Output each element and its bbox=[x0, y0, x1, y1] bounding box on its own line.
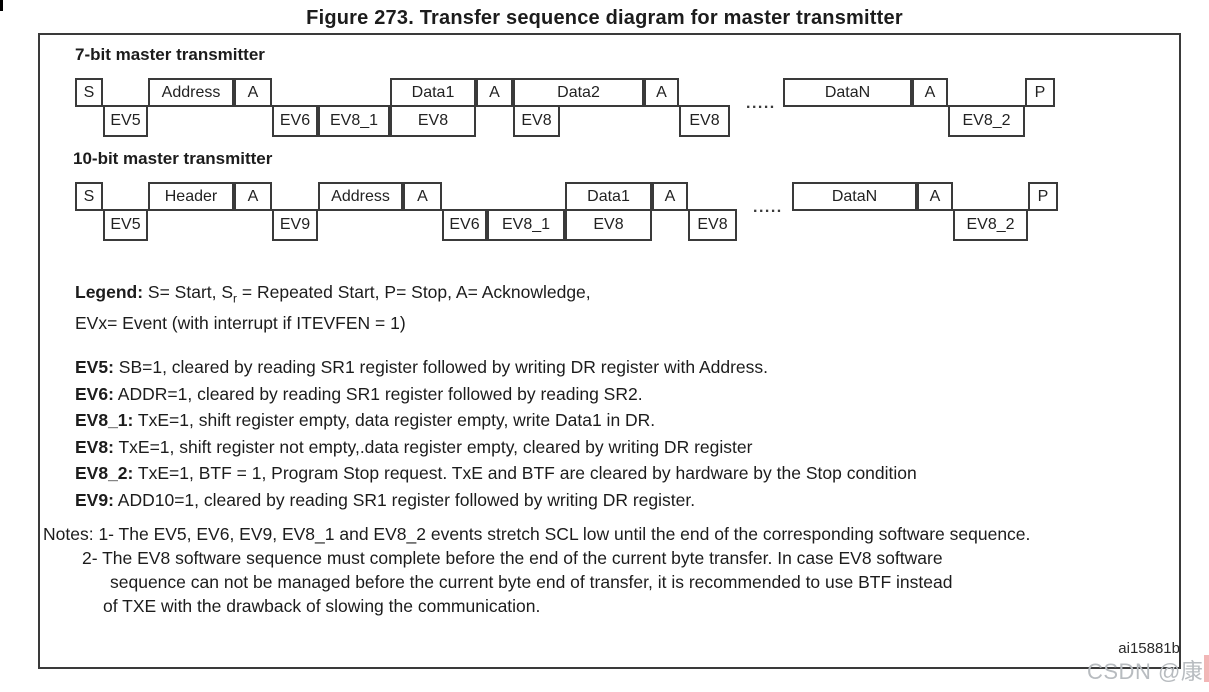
note-line-3: sequence can not be managed before the c… bbox=[110, 572, 953, 592]
event-definition-ev8-1: EV8_1: TxE=1, shift register empty, data… bbox=[75, 410, 656, 430]
event-definition-ev9: EV9: ADD10=1, cleared by reading SR1 reg… bbox=[75, 489, 696, 510]
note-line-4: of TXE with the drawback of slowing the … bbox=[103, 596, 541, 616]
legend-line-2: EVx= Event (with interrupt if ITEVFEN = … bbox=[75, 313, 406, 333]
event-definition-ev5: EV5: SB=1, cleared by reading SR1 regist… bbox=[75, 357, 769, 377]
figure-title: Figure 273. Transfer sequence diagram fo… bbox=[306, 7, 903, 29]
diagram-heading-7bit: 7-bit master transmitter bbox=[75, 45, 265, 64]
event-definition-ev8: EV8: TxE=1, shift register not empty,.da… bbox=[75, 436, 753, 457]
note-line-2: 2- The EV8 software sequence must comple… bbox=[82, 548, 943, 568]
event-definition-ev6: EV6: ADDR=1, cleared by reading SR1 regi… bbox=[75, 383, 643, 404]
notes-block: Notes: 1- The EV5, EV6, EV9, EV8_1 and E… bbox=[43, 522, 1030, 618]
figure-border bbox=[38, 33, 1181, 669]
csdn-watermark: CSDN @康 bbox=[1087, 659, 1204, 684]
figure-reference-id: ai15881b bbox=[1118, 640, 1180, 657]
diagram-heading-10bit: 10-bit master transmitter bbox=[73, 149, 273, 168]
watermark-clipped-glyph bbox=[1204, 655, 1209, 682]
legend-block: Legend: S= Start, Sr = Repeated Start, P… bbox=[75, 280, 591, 336]
event-definitions: EV5: SB=1, cleared by reading SR1 regist… bbox=[75, 354, 917, 513]
legend-label: Legend: bbox=[75, 282, 144, 302]
screen-edge-artifact bbox=[0, 0, 3, 11]
note-line-1: Notes: 1- The EV5, EV6, EV9, EV8_1 and E… bbox=[43, 524, 1031, 544]
event-definition-ev8-2: EV8_2: TxE=1, BTF = 1, Program Stop requ… bbox=[75, 463, 917, 483]
legend-line-1: Legend: S= Start, Sr = Repeated Start, P… bbox=[75, 282, 591, 306]
